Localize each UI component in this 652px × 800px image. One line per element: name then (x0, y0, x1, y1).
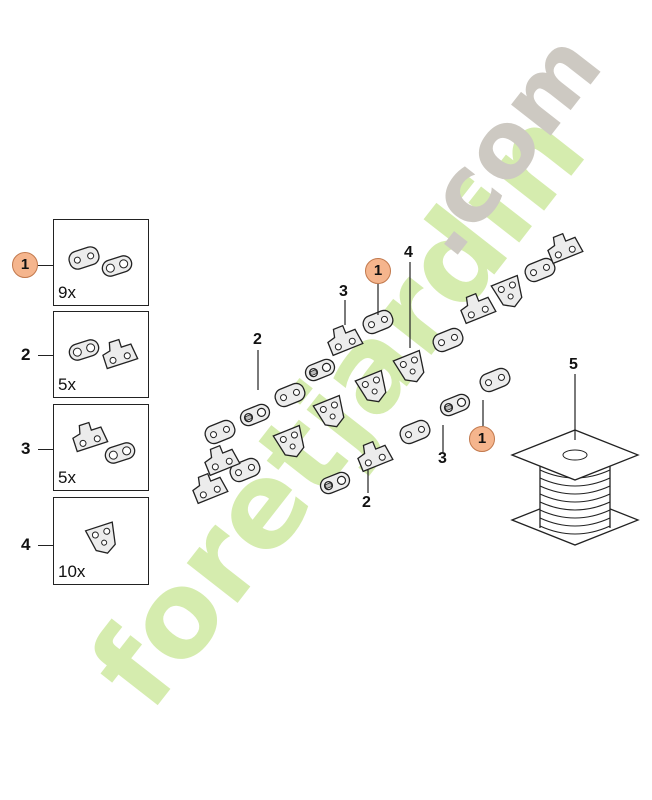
cutter-link-icon (72, 421, 136, 464)
callout-bottom-3: 3 (438, 450, 447, 467)
chain-link-pair-icon (68, 246, 133, 277)
lower-chain (188, 440, 263, 505)
chain-spool (510, 429, 640, 546)
part-4-leader (38, 545, 53, 547)
drive-link-icon (84, 521, 116, 554)
part-3-qty: 5x (58, 468, 76, 487)
part-4-qty: 10x (58, 562, 86, 581)
callout-bottom-2: 2 (362, 494, 371, 511)
part-1-qty: 9x (58, 283, 76, 302)
callout-top-badge[interactable]: 1 (365, 258, 391, 284)
part-1-leader (38, 265, 53, 267)
part-2-qty: 5x (58, 375, 76, 394)
part-3-number[interactable]: 3 (21, 439, 31, 458)
callout-spool-5: 5 (569, 356, 578, 373)
callout-top-2: 2 (253, 331, 262, 348)
part-4-number[interactable]: 4 (21, 535, 31, 554)
part-box-4[interactable]: 10x (53, 497, 149, 585)
callout-top-3: 3 (339, 283, 348, 300)
part-3-leader (38, 449, 53, 451)
part-box-2[interactable]: 5x (53, 311, 149, 398)
callout-lines (257, 262, 576, 493)
part-2-number[interactable]: 2 (21, 345, 31, 364)
part-box-3[interactable]: 5x (53, 404, 149, 491)
part-2-leader (38, 355, 53, 357)
cutter-rivet-icon (68, 338, 139, 370)
part-1-badge[interactable]: 1 (12, 252, 38, 278)
callout-bottom-badge[interactable]: 1 (469, 426, 495, 452)
callout-top-4: 4 (404, 244, 413, 261)
part-box-1[interactable]: 9x (53, 219, 149, 306)
